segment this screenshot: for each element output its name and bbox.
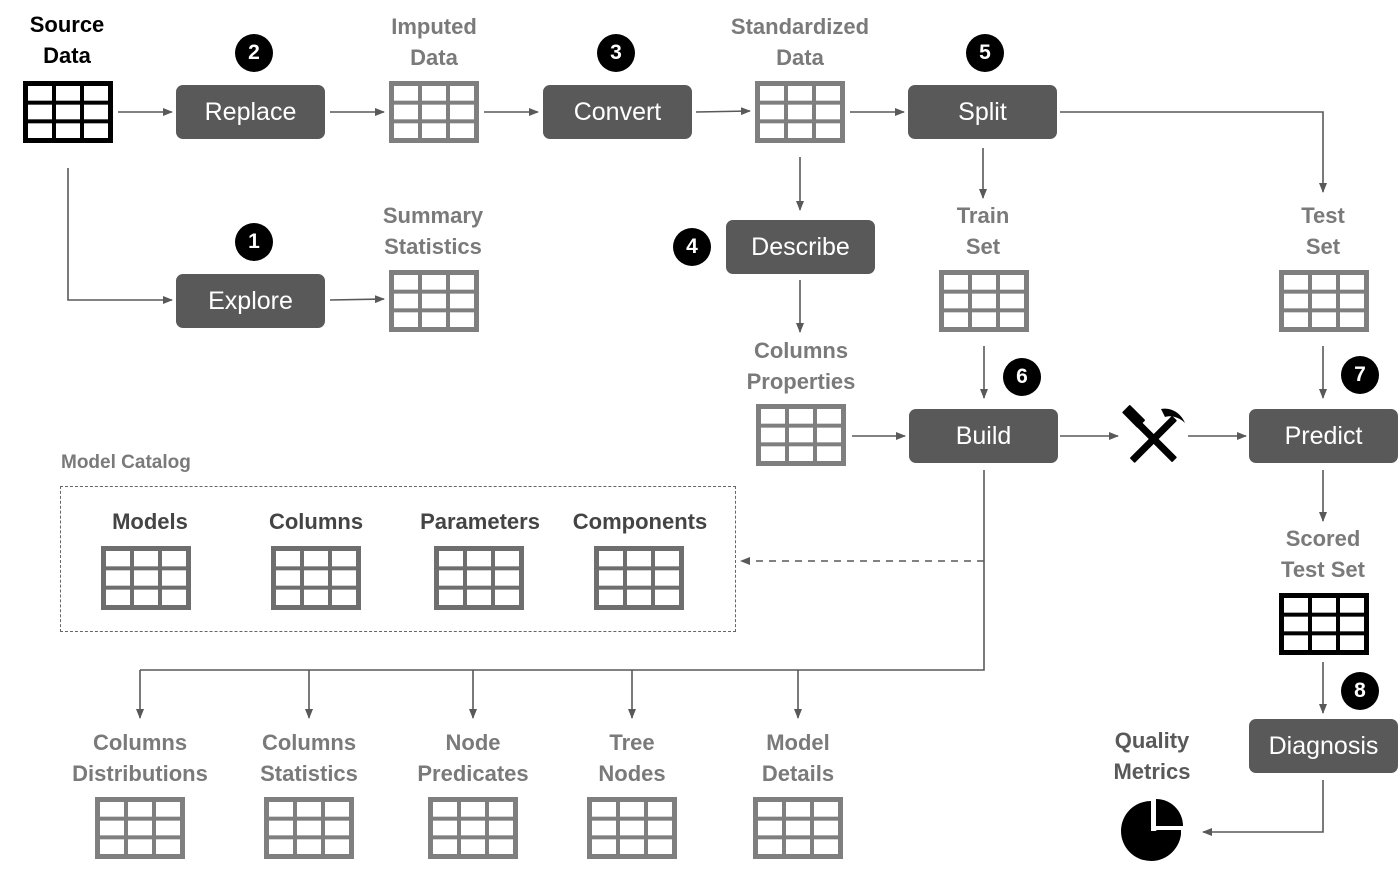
tree-nodes-label-line2: Nodes — [598, 761, 666, 786]
node-predicates-label: Node Predicates — [408, 727, 538, 789]
standardized-data-table-icon — [755, 81, 845, 143]
imputed-data-label-line1: Imputed — [391, 14, 477, 39]
arrow-convert-to-standardized — [695, 107, 751, 116]
catalog-parameters-table-icon — [434, 546, 524, 610]
model-catalog-box — [60, 486, 736, 632]
summary-statistics-label: Summary Statistics — [368, 200, 498, 262]
scored-test-set-label: Scored Test Set — [1263, 523, 1383, 585]
predict-step-box[interactable]: Predict — [1249, 409, 1398, 463]
tree-nodes-label: Tree Nodes — [582, 727, 682, 789]
convert-step-box[interactable]: Convert — [543, 85, 692, 139]
columns-statistics-label-line1: Columns — [261, 730, 357, 755]
train-set-label-line1: Train — [956, 203, 1010, 228]
step-badge-split: 5 — [966, 34, 1004, 72]
test-set-label-line2: Set — [1305, 234, 1341, 259]
scored-test-set-table-icon — [1279, 593, 1369, 655]
standardized-data-label-line1: Standardized — [730, 14, 870, 39]
quality-metrics-label: Quality Metrics — [1092, 725, 1212, 787]
columns-statistics-table-icon — [264, 797, 354, 859]
step-badge-convert: 3 — [597, 34, 635, 72]
catalog-models-label: Models — [112, 509, 188, 534]
catalog-components-label: Components — [572, 509, 708, 534]
scored-test-set-label-line2: Test Set — [1281, 557, 1365, 582]
standardized-data-label: Standardized Data — [720, 11, 880, 73]
columns-distributions-label-line1: Columns — [92, 730, 188, 755]
catalog-components-table-icon — [594, 546, 684, 610]
train-set-label: Train Set — [933, 200, 1033, 262]
build-step-box[interactable]: Build — [909, 409, 1058, 463]
step-badge-diagnosis: 8 — [1341, 672, 1379, 710]
columns-properties-label-line1: Columns — [753, 338, 849, 363]
replace-step-box[interactable]: Replace — [176, 85, 325, 139]
summary-statistics-label-line2: Statistics — [384, 234, 482, 259]
imputed-data-table-icon — [389, 81, 479, 143]
catalog-columns-table-icon — [271, 546, 361, 610]
diagnosis-step-box[interactable]: Diagnosis — [1249, 719, 1398, 773]
test-set-label: Test Set — [1273, 200, 1373, 262]
tree-nodes-label-line1: Tree — [609, 730, 655, 755]
source-data-label-line1: Source — [29, 12, 105, 37]
model-details-label: Model Details — [748, 727, 848, 789]
arrow-diagnosis-to-metrics — [1202, 780, 1324, 836]
node-predicates-label-line1: Node — [445, 730, 501, 755]
scored-test-set-label-line1: Scored — [1285, 526, 1361, 551]
source-data-label: Source Data — [17, 9, 117, 71]
source-data-table-icon — [23, 81, 113, 143]
columns-distributions-table-icon — [95, 797, 185, 859]
quality-metrics-label-line2: Metrics — [1113, 759, 1191, 784]
model-catalog-title: Model Catalog — [61, 452, 191, 473]
quality-metrics-label-line1: Quality — [1114, 728, 1190, 753]
step-badge-describe: 4 — [673, 228, 711, 266]
describe-step-box[interactable]: Describe — [726, 220, 875, 274]
columns-properties-table-icon — [756, 404, 846, 466]
model-details-table-icon — [753, 797, 843, 859]
train-set-table-icon — [939, 270, 1029, 332]
columns-statistics-label: Columns Statistics — [249, 727, 369, 789]
step-badge-predict: 7 — [1341, 356, 1379, 394]
summary-statistics-table-icon — [389, 270, 479, 332]
columns-distributions-label-line2: Distributions — [72, 761, 208, 786]
catalog-columns-label: Columns — [268, 509, 364, 534]
source-data-label-line2: Data — [43, 43, 91, 68]
imputed-data-label-line2: Data — [410, 45, 458, 70]
columns-properties-label: Columns Properties — [730, 335, 872, 397]
step-badge-explore: 1 — [235, 223, 273, 261]
step-badge-build: 6 — [1003, 358, 1041, 396]
imputed-data-label: Imputed Data — [369, 11, 499, 73]
columns-properties-label-line2: Properties — [746, 369, 856, 394]
node-predicates-label-line2: Predicates — [417, 761, 529, 786]
catalog-parameters-label: Parameters — [420, 509, 540, 534]
model-details-label-line2: Details — [761, 761, 835, 786]
arrow-split-to-test — [1060, 111, 1327, 193]
columns-statistics-label-line2: Statistics — [260, 761, 358, 786]
standardized-data-label-line2: Data — [776, 45, 824, 70]
summary-statistics-label-line1: Summary — [382, 203, 484, 228]
hammer-pick-icon — [1122, 405, 1185, 463]
train-set-label-line2: Set — [965, 234, 1001, 259]
test-set-table-icon — [1279, 270, 1369, 332]
node-predicates-table-icon — [428, 797, 518, 859]
pie-chart-icon — [1121, 799, 1183, 861]
arrow-explore-to-summary — [329, 295, 385, 304]
test-set-label-line1: Test — [1301, 203, 1345, 228]
tree-nodes-table-icon — [587, 797, 677, 859]
columns-distributions-label: Columns Distributions — [60, 727, 220, 789]
arrow-source-to-explore — [67, 168, 173, 304]
explore-step-box[interactable]: Explore — [176, 274, 325, 328]
build-output-bus — [140, 470, 985, 671]
catalog-models-table-icon — [101, 546, 191, 610]
model-details-label-line1: Model — [766, 730, 830, 755]
split-step-box[interactable]: Split — [908, 85, 1057, 139]
step-badge-replace: 2 — [235, 34, 273, 72]
